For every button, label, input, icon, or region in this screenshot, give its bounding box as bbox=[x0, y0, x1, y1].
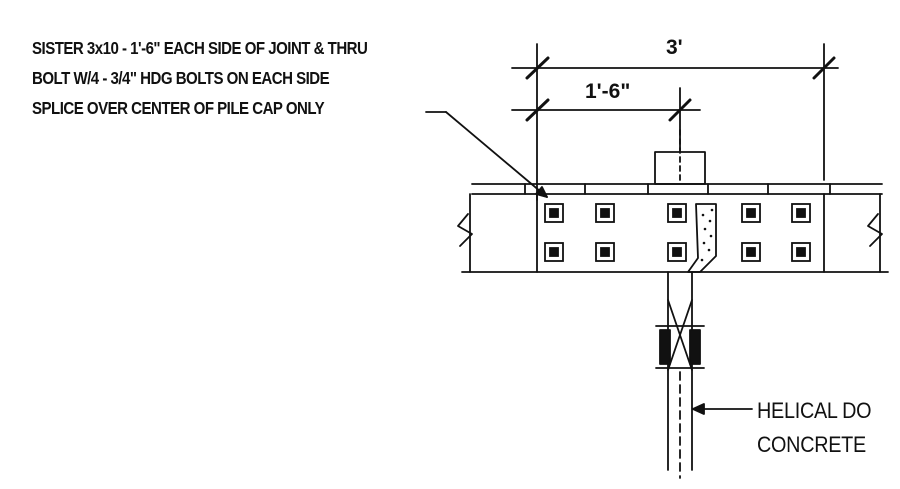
overall-dimension-label: 3' bbox=[666, 36, 683, 59]
half-dimension-label: 1'-6" bbox=[585, 80, 631, 103]
overall-dimension bbox=[511, 43, 839, 201]
pile-cap-top bbox=[654, 129, 706, 185]
beam bbox=[457, 193, 889, 273]
deck-strip bbox=[471, 183, 883, 195]
callout-line-2: CONCRETE bbox=[757, 432, 866, 457]
note-line-2: BOLT W/4 - 3/4" HDG BOLTS ON EACH SIDE bbox=[32, 68, 330, 88]
concrete-stipple bbox=[700, 208, 714, 262]
callout-line-1: HELICAL DO bbox=[757, 398, 872, 423]
bolt-grid bbox=[544, 203, 811, 262]
note-line-3: SPLICE OVER CENTER OF PILE CAP ONLY bbox=[32, 98, 325, 118]
helical-pile bbox=[655, 271, 753, 479]
note-line-1: SISTER 3x10 - 1'-6" EACH SIDE OF JOINT &… bbox=[32, 38, 368, 58]
bracket-plate bbox=[687, 203, 717, 273]
